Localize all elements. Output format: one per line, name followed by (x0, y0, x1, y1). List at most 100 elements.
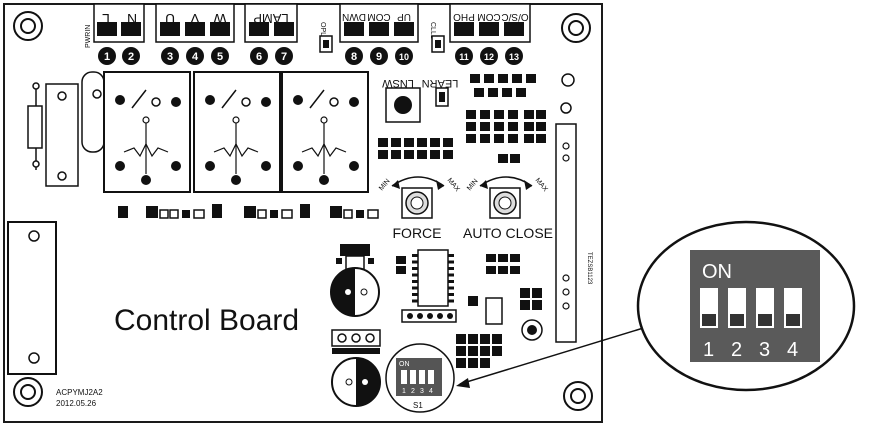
ic-cell (536, 122, 546, 131)
terminal-label-up: UP (397, 11, 411, 22)
regulator (336, 244, 374, 271)
ic-cell (508, 122, 518, 131)
terminal-label-com2: COM (477, 11, 500, 22)
terminal-number-1: 1 (104, 51, 110, 63)
ic-component-grid (378, 74, 546, 163)
terminal-block-power (93, 3, 145, 43)
ic-pin (448, 260, 454, 264)
force-label: FORCE (393, 225, 442, 241)
ic-cell (524, 122, 534, 131)
auto-close-label: AUTO CLOSE (463, 225, 553, 241)
mounting-hole-bottom-left (13, 377, 43, 407)
terminal-label-dwn: DWN (342, 11, 366, 22)
terminal-number-badge-2 (122, 47, 140, 65)
terminal-number-6: 6 (256, 51, 262, 63)
relay-1 (103, 71, 191, 193)
capacitor-upper (330, 267, 380, 317)
terminal-label-W: W (213, 11, 227, 27)
ic-pin (412, 299, 418, 303)
ic-cell (516, 88, 526, 97)
right-connector-strip (555, 73, 577, 343)
terminal-number-badge-11 (455, 47, 473, 65)
terminal-block-inputs (339, 3, 419, 43)
mounting-hole-top-right (561, 13, 591, 43)
smd-components-row (118, 204, 379, 219)
terminal-label-L: L (102, 11, 110, 27)
ic-pin (448, 254, 454, 257)
ic-pin (448, 273, 454, 277)
board-model: ACPYMJ2A2 (56, 388, 103, 397)
ic-cell (430, 150, 440, 159)
ic-cell (536, 110, 546, 119)
ic-pin (412, 286, 418, 290)
ic-cell (502, 88, 512, 97)
terminal-number-5: 5 (217, 51, 223, 63)
ic-cell (466, 134, 476, 143)
dip-callout-number-4: 4 (787, 339, 798, 361)
terminal-number-badge-1 (98, 47, 116, 65)
terminal-labels-photo: O/S/C COM PHO (453, 11, 529, 22)
ic-cell (443, 138, 453, 147)
ic-pin (448, 280, 454, 283)
ic-pin (448, 267, 454, 270)
pin-header-row (401, 309, 457, 323)
ic-cell (378, 138, 388, 147)
learn-button (385, 87, 421, 123)
three-pin-header (331, 329, 381, 354)
ic-cell (484, 74, 494, 83)
force-potentiometer (391, 176, 445, 219)
terminal-number-badge-10 (395, 47, 413, 65)
ic-cell (524, 134, 534, 143)
ic-cell (466, 110, 476, 119)
terminal-number-3: 3 (167, 51, 173, 63)
ic-cell (480, 110, 490, 119)
dip-callout-number-2: 2 (731, 339, 742, 361)
capacitor-lower (331, 357, 381, 407)
ic-cell (480, 134, 490, 143)
opld-label: OPLD (319, 22, 326, 41)
callout-arrow (456, 325, 651, 388)
terminal-label-V: V (190, 11, 200, 27)
terminal-number-badge-12 (480, 47, 498, 65)
ic-cell (474, 88, 484, 97)
ic-cell (470, 74, 480, 83)
terminal-number-7: 7 (281, 51, 287, 63)
ic-cell (526, 74, 536, 83)
ic-pin (448, 299, 454, 303)
dip-s1-label: S1 (413, 401, 423, 410)
ic-cell (430, 138, 440, 147)
terminal-label-lamp: LAMP (253, 11, 288, 26)
ic-pin (412, 254, 418, 257)
ic-cell (508, 110, 518, 119)
ic-cell (443, 150, 453, 159)
terminal-block-motor (155, 3, 235, 43)
ic-cell (494, 122, 504, 131)
ic-cell (404, 150, 414, 159)
relay-2 (193, 71, 281, 193)
terminal-number-9: 9 (376, 51, 382, 63)
ic-cell (498, 74, 508, 83)
ic-cell (498, 154, 508, 163)
mounting-hole-top-left (13, 11, 43, 41)
ic-pin (412, 293, 418, 296)
terminal-label-U: U (165, 11, 175, 27)
ic-cell (536, 134, 546, 143)
dip-switch-small (385, 343, 455, 413)
mounting-hole-bottom-right (563, 381, 593, 411)
relays (103, 71, 369, 193)
ic-cell (378, 150, 388, 159)
ic-cell (466, 122, 476, 131)
main-ic-pins (412, 254, 454, 303)
pwrin-label: PWRIN (85, 25, 92, 48)
terminal-labels-inputs: UP COM DWN (342, 11, 411, 22)
terminal-number-11: 11 (459, 52, 469, 62)
ic-pin (448, 286, 454, 290)
dip-small-number-3: 3 (420, 388, 424, 395)
ic-cell (488, 88, 498, 97)
terminal-block-lamp (244, 3, 298, 43)
ic-cell (404, 138, 414, 147)
ic-pin (412, 280, 418, 283)
relay-3 (281, 71, 369, 193)
